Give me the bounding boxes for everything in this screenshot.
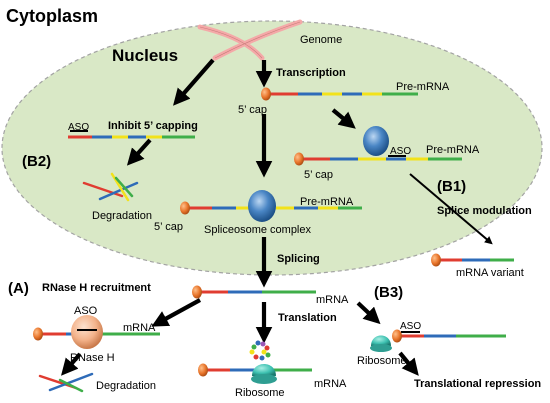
label-aso-left: ASO [68,122,89,133]
ribosome-b3 [371,335,391,346]
ribosome-center [252,364,276,376]
label-a: (A) [8,280,29,297]
label-b3: (B3) [374,284,403,301]
cap-5-top [261,87,271,101]
label-genome: Genome [300,34,342,46]
arrow-genome-to-capping [173,58,215,106]
label-cytoplasm: Cytoplasm [6,6,98,26]
ribosome-b3-base [370,344,392,352]
label-pre-mrna-center: Pre-mRNA [300,196,354,208]
cap-variant [431,253,441,267]
label-spliceosome-complex: Spliceosome complex [204,224,311,236]
label-transcription: Transcription [276,67,346,79]
label-mrna-bottom: mRNA [314,378,347,390]
label-inhibit-capping: Inhibit 5’ capping [108,120,198,132]
cap-5-right [294,152,304,166]
arrow-capping-to-degradation [126,138,152,166]
label-translation: Translation [278,312,337,324]
label-ribosome-center: Ribosome [235,387,285,399]
cap-mrna-center [192,285,202,299]
label-cap-5-center: 5’ cap [154,221,183,233]
label-aso-a: ASO [74,305,98,317]
degradation-fragments-a [38,372,94,393]
label-splice-modulation: Splice modulation [437,205,532,217]
label-cap-5-right: 5’ cap [304,169,333,181]
peptide-chain-icon [249,340,271,361]
ribosome-center-base [251,374,277,384]
cap-mrna-bottom [198,363,208,377]
label-b2: (B2) [22,153,51,170]
genome-icon [197,19,303,61]
cap-b3 [392,329,402,343]
arrow-mrna-to-b3 [356,301,381,325]
nucleus-membrane [1,20,543,276]
label-pre-mrna-top: Pre-mRNA [396,81,450,93]
label-degradation-b2: Degradation [92,210,152,222]
label-degradation-a: Degradation [96,380,156,392]
arrow-premrna-to-b1 [331,108,356,129]
cap-5-center [180,201,190,215]
label-ribosome-b3: Ribosome [357,355,407,367]
label-mrna-variant: mRNA variant [456,267,524,279]
label-b1: (B1) [437,178,466,195]
label-cap-5-top: 5’ cap [238,104,267,116]
pathway-arrows [61,58,419,376]
cap-mrna-a [33,327,43,341]
degradation-fragments-b2 [82,172,139,202]
label-aso-right: ASO [390,146,411,157]
arrow-splice-modulation [409,173,493,245]
arrow-rnaseh-to-degradation [61,352,82,376]
rnase-h [71,315,103,349]
label-rnase-h-recruitment: RNase H recruitment [42,282,151,294]
label-rnase-h: RNase H [70,352,115,364]
label-pre-mrna-right: Pre-mRNA [426,144,480,156]
spliceosome-b1 [363,126,389,156]
arrow-mrna-to-rnaseh [151,298,202,327]
label-mrna-center: mRNA [316,294,349,306]
label-aso-b3: ASO [400,321,421,332]
arrow-b3-to-repression [398,351,419,376]
label-mrna-a: mRNA [123,322,156,334]
label-splicing: Splicing [277,253,320,265]
label-nucleus: Nucleus [112,46,178,65]
spliceosome-complex [248,190,276,222]
label-translational-repression: Translational repression [414,378,541,390]
